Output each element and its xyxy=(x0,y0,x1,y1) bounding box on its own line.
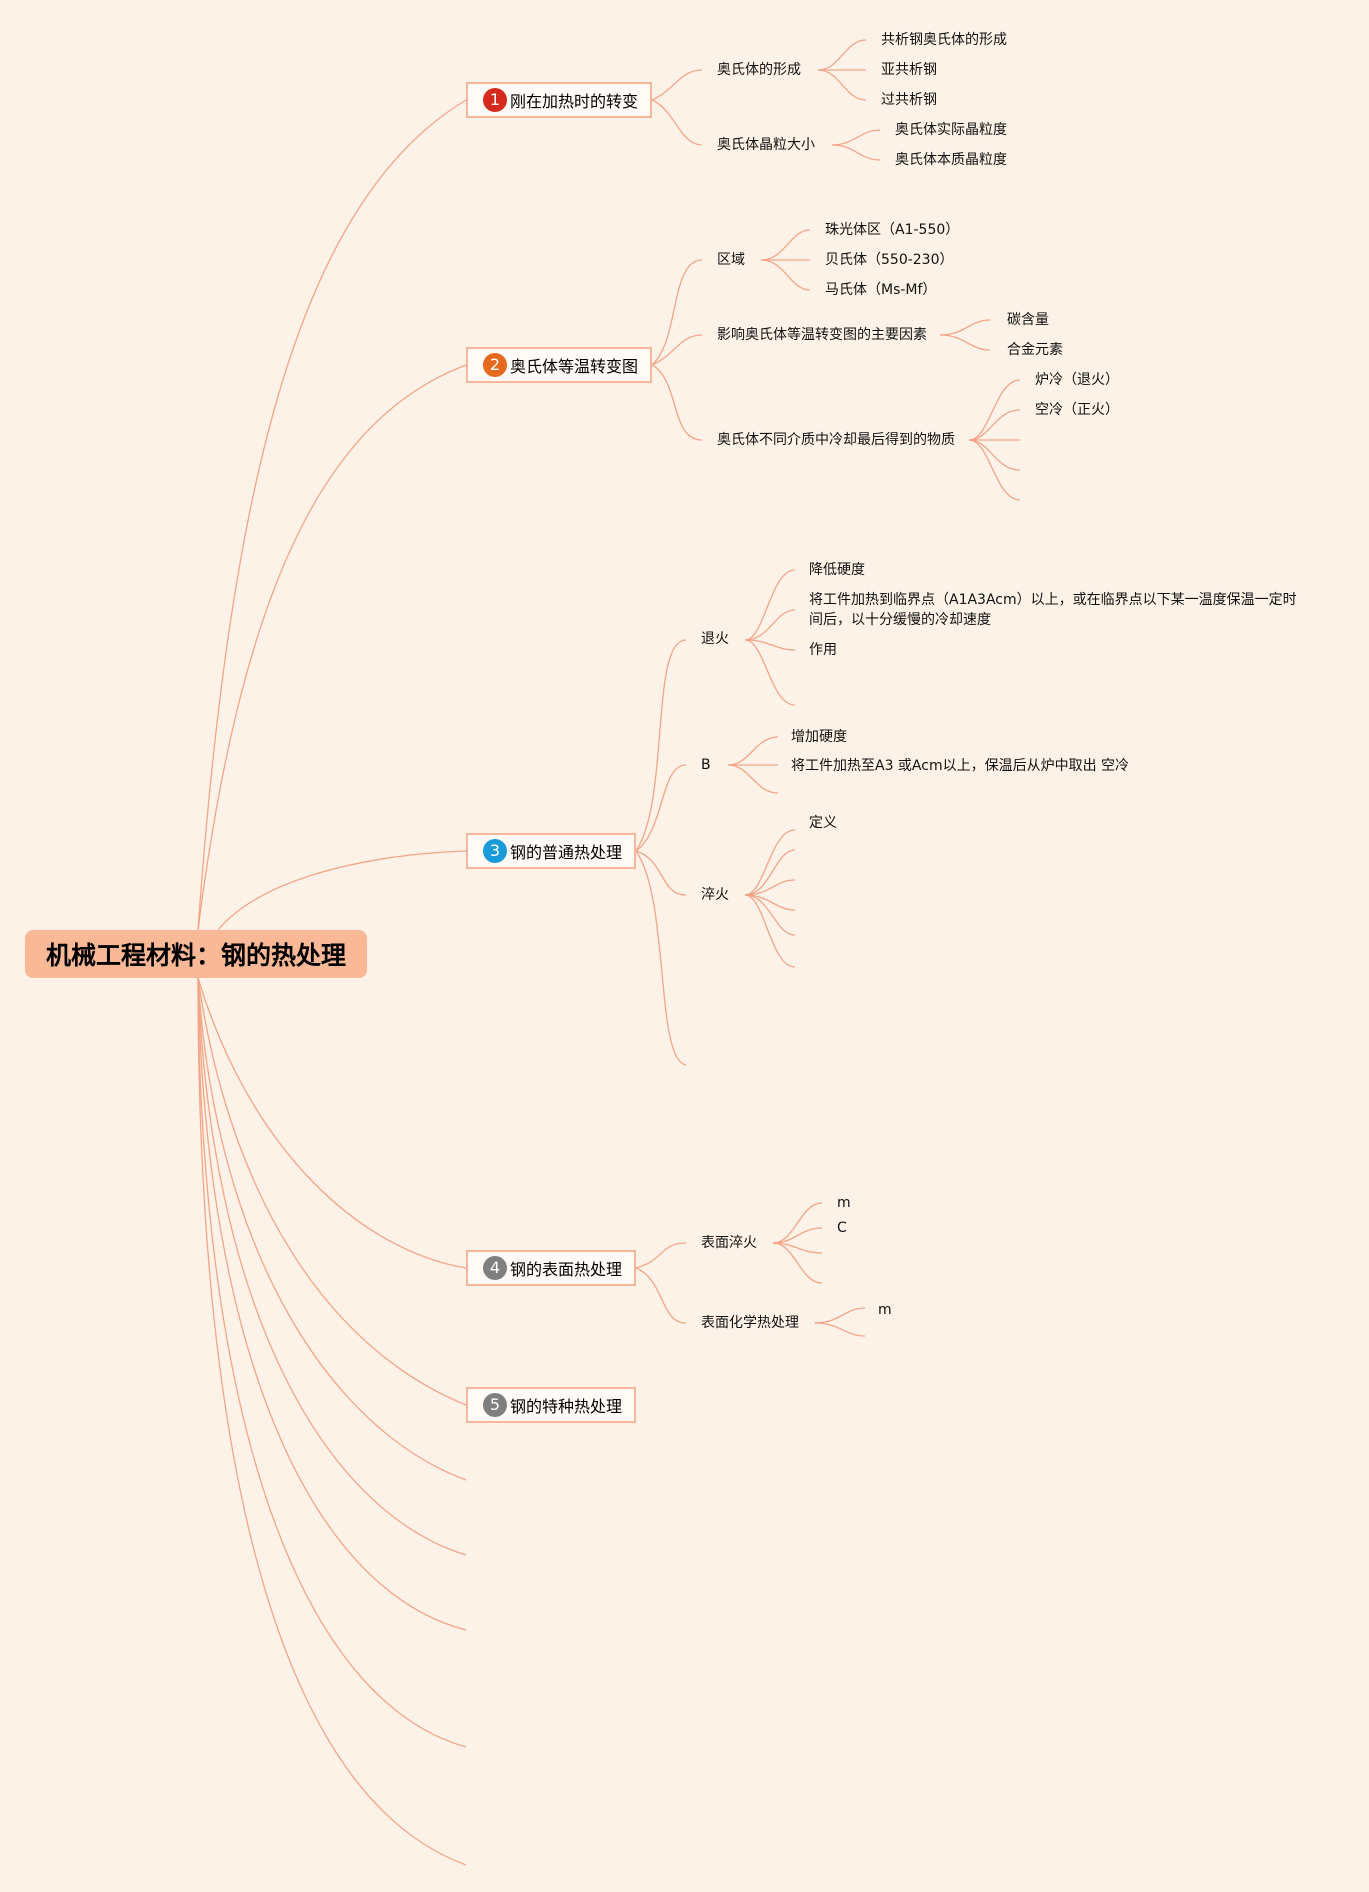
root-link-3 xyxy=(217,850,467,931)
root-link-7 xyxy=(197,977,467,1556)
subtopic-annealing[interactable]: 退火 xyxy=(701,631,729,647)
central-topic[interactable]: 机械工程材料：钢的热处理 xyxy=(25,930,367,978)
leaf-reduce-hardness[interactable]: 降低硬度 xyxy=(809,562,865,578)
subtopic-quenching[interactable]: 淬火 xyxy=(701,887,729,903)
subtopic-surface-chemical[interactable]: 表面化学热处理 xyxy=(701,1315,799,1331)
branch-5-topic[interactable]: 5 钢的特种热处理 xyxy=(466,1387,636,1423)
subtopic-region[interactable]: 区域 xyxy=(717,252,745,268)
branch-2-label: 奥氏体等温转变图 xyxy=(510,357,639,376)
branch-1-label: 刚在加热时的转变 xyxy=(510,92,639,111)
root-link-8 xyxy=(197,977,467,1631)
leaf-bainite[interactable]: 贝氏体（550-230） xyxy=(825,252,954,268)
leaf-hypereutectoid[interactable]: 过共析钢 xyxy=(881,92,937,108)
root-link-2 xyxy=(197,364,467,931)
leaf-m[interactable]: m xyxy=(837,1195,851,1211)
leaf-carbon-content[interactable]: 碳含量 xyxy=(1007,312,1049,328)
branch-4-label: 钢的表面热处理 xyxy=(510,1260,623,1279)
leaf-martensite[interactable]: 马氏体（Ms-Mf） xyxy=(825,282,937,298)
leaf-annealing-definition[interactable]: 将工件加热到临界点（A1A3Acm）以上，或在临界点以下某一温度保温一定时间后，… xyxy=(809,592,1297,628)
number-1-icon: 1 xyxy=(483,88,507,112)
leaf-function[interactable]: 作用 xyxy=(809,642,837,658)
leaf-hypoeutectoid[interactable]: 亚共析钢 xyxy=(881,62,937,78)
branch-3-topic[interactable]: 3 钢的普通热处理 xyxy=(466,833,636,869)
subtopic-austenite-formation[interactable]: 奥氏体的形成 xyxy=(717,62,801,78)
subtopic-surface-quenching[interactable]: 表面淬火 xyxy=(701,1235,757,1251)
leaf-eutectoid-austenite[interactable]: 共析钢奥氏体的形成 xyxy=(881,32,1007,48)
subtopic-main-factors[interactable]: 影响奥氏体等温转变图的主要因素 xyxy=(717,327,927,343)
leaf-alloy-elements[interactable]: 合金元素 xyxy=(1007,342,1063,358)
root-link-9 xyxy=(197,977,467,1748)
branch-3-label: 钢的普通热处理 xyxy=(510,843,623,862)
number-5-icon: 5 xyxy=(483,1393,507,1417)
root-link-5 xyxy=(197,977,467,1406)
root-link-4 xyxy=(197,977,467,1269)
leaf-increase-hardness[interactable]: 增加硬度 xyxy=(791,729,847,745)
leaf-essential-grain-size[interactable]: 奥氏体本质晶粒度 xyxy=(895,152,1007,168)
leaf-c[interactable]: C xyxy=(837,1220,847,1236)
leaf-furnace-cooling[interactable]: 炉冷（退火） xyxy=(1035,372,1119,388)
root-link-6 xyxy=(197,977,467,1481)
leaf-air-cooling[interactable]: 空冷（正火） xyxy=(1035,402,1119,418)
leaf-quench-definition[interactable]: 定义 xyxy=(809,815,837,831)
leaf-pearlite-zone[interactable]: 珠光体区（A1-550） xyxy=(825,222,960,238)
branch-1-topic[interactable]: 1 刚在加热时的转变 xyxy=(466,82,652,118)
leaf-m-chemical[interactable]: m xyxy=(878,1302,892,1318)
subtopic-austenite-grain-size[interactable]: 奥氏体晶粒大小 xyxy=(717,137,815,153)
number-4-icon: 4 xyxy=(483,1256,507,1280)
subtopic-cooling-media[interactable]: 奥氏体不同介质中冷却最后得到的物质 xyxy=(717,432,955,448)
branch-5-label: 钢的特种热处理 xyxy=(510,1397,623,1416)
leaf-normalizing-definition[interactable]: 将工件加热至A3 或Acm以上，保温后从炉中取出 空冷 xyxy=(791,758,1130,774)
root-link-10 xyxy=(197,977,467,1866)
number-2-icon: 2 xyxy=(483,353,507,377)
branch-4-topic[interactable]: 4 钢的表面热处理 xyxy=(466,1250,636,1286)
root-link-1 xyxy=(197,99,467,931)
number-3-icon: 3 xyxy=(483,839,507,863)
branch-2-topic[interactable]: 2 奥氏体等温转变图 xyxy=(466,347,652,383)
subtopic-b[interactable]: B xyxy=(701,757,711,773)
leaf-actual-grain-size[interactable]: 奥氏体实际晶粒度 xyxy=(895,122,1007,138)
